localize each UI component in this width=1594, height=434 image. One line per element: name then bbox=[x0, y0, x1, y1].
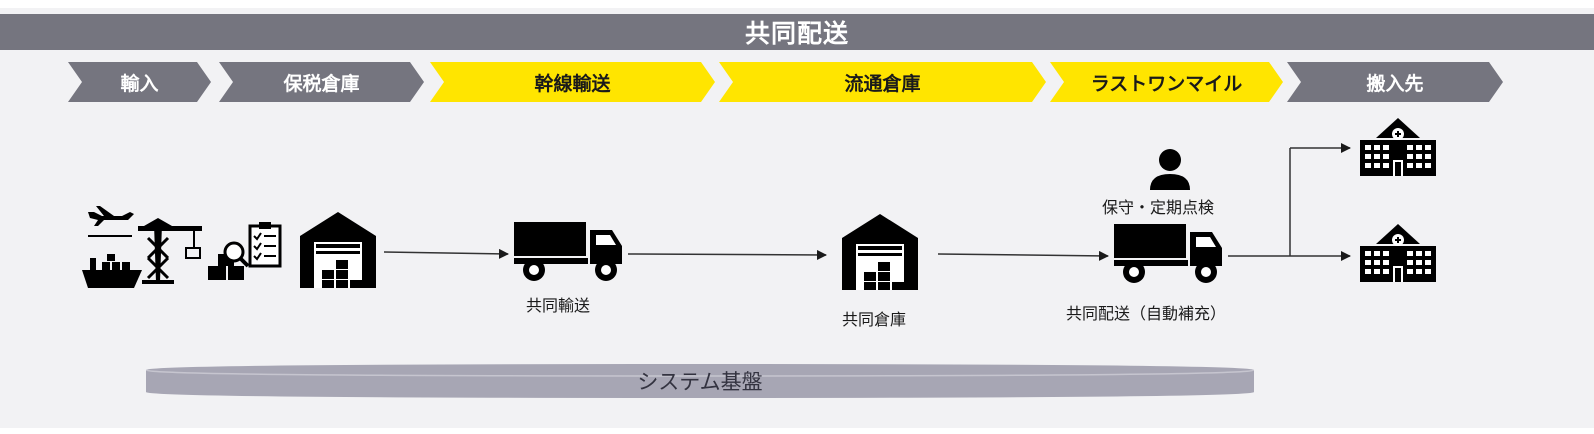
hospital-icon bbox=[1359, 117, 1437, 177]
arrow-bonded-to-trunk bbox=[383, 248, 509, 259]
stage-destination: 搬入先 bbox=[1287, 62, 1503, 102]
delivery-truck-icon bbox=[1114, 224, 1222, 283]
clipboard-icon bbox=[248, 222, 282, 268]
maintenance-label: 保守・定期点検 bbox=[1102, 198, 1215, 217]
arrow-trunk-to-warehouse bbox=[627, 249, 827, 260]
delivery-truck-label: 共同配送（自動補充） bbox=[1066, 304, 1227, 323]
stage-trunk-transport: 幹線輸送 bbox=[430, 62, 715, 102]
stage-last-one-mile: ラストワンマイル bbox=[1050, 62, 1283, 102]
stage-bonded-warehouse: 保税倉庫 bbox=[219, 62, 424, 102]
distribution-warehouse-icon bbox=[842, 214, 918, 290]
stage-import: 輸入 bbox=[68, 62, 211, 102]
arrow-warehouse-to-delivery bbox=[937, 250, 1109, 261]
crane-icon bbox=[138, 218, 202, 284]
page-title: 共同配送 bbox=[0, 14, 1594, 50]
inspection-icon bbox=[208, 241, 250, 280]
trunk-truck-icon bbox=[514, 222, 622, 281]
system-foundation-label: システム基盤 bbox=[637, 370, 763, 394]
trunk-truck-label: 共同輸送 bbox=[526, 296, 591, 315]
airplane-icon bbox=[88, 206, 134, 226]
hospital-icon bbox=[1359, 223, 1437, 283]
ship-icon bbox=[82, 254, 142, 288]
system-foundation-bar bbox=[146, 364, 1254, 398]
distribution-warehouse-label: 共同倉庫 bbox=[842, 310, 907, 329]
person-icon bbox=[1150, 149, 1190, 190]
stage-distribution-warehouse: 流通倉庫 bbox=[719, 62, 1046, 102]
bonded-warehouse-icon bbox=[300, 212, 376, 288]
